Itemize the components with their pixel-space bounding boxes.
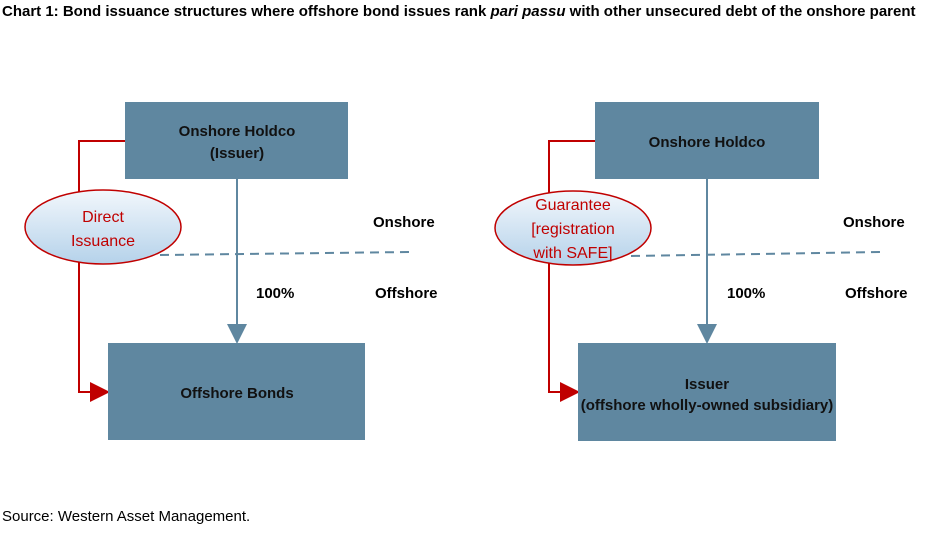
box-label: Issuer bbox=[685, 376, 729, 393]
box-label: (Issuer) bbox=[210, 145, 264, 162]
offshore-label: Offshore bbox=[845, 285, 908, 302]
ellipse-label: Direct bbox=[82, 209, 124, 226]
offshore-bonds-box bbox=[108, 343, 365, 440]
right-structure: Onshore Holdco Issuer (offshore wholly-o… bbox=[494, 102, 908, 441]
onshore-holdco-box bbox=[125, 102, 348, 179]
offshore-label: Offshore bbox=[375, 285, 438, 302]
title-text: Chart 1: Bond issuance structures where … bbox=[2, 3, 491, 20]
ellipse-label: Issuance bbox=[71, 233, 135, 250]
ellipse-label: [registration bbox=[531, 221, 615, 238]
direct-issuance-ellipse bbox=[24, 189, 182, 265]
onshore-label: Onshore bbox=[373, 214, 435, 231]
ellipse-label: with SAFE] bbox=[532, 245, 612, 262]
onshore-holdco-box bbox=[595, 102, 819, 179]
issuer-box bbox=[578, 343, 836, 441]
box-label: Offshore Bonds bbox=[180, 385, 293, 402]
box-label: Onshore Holdco bbox=[179, 123, 296, 140]
source-note: Source: Western Asset Management. bbox=[2, 508, 251, 525]
onshore-offshore-divider bbox=[159, 251, 411, 256]
ellipse-label: Guarantee bbox=[535, 197, 611, 214]
onshore-label: Onshore bbox=[843, 214, 905, 231]
chart-title: Chart 1: Bond issuance structures where … bbox=[2, 2, 922, 21]
guarantee-ellipse bbox=[494, 190, 652, 266]
onshore-offshore-divider bbox=[630, 251, 883, 257]
title-italic: pari passu bbox=[490, 3, 566, 20]
title-text-end: with other unsecured debt of the onshore… bbox=[565, 3, 916, 20]
guarantee-connector bbox=[548, 140, 595, 402]
ownership-label: 100% bbox=[727, 285, 765, 302]
left-structure: Onshore Holdco (Issuer) Offshore Bonds D… bbox=[24, 102, 438, 440]
direct-issuance-connector bbox=[78, 140, 125, 402]
box-label: (offshore wholly-owned subsidiary) bbox=[581, 397, 834, 414]
ownership-label: 100% bbox=[256, 285, 294, 302]
box-label: Onshore Holdco bbox=[649, 134, 766, 151]
